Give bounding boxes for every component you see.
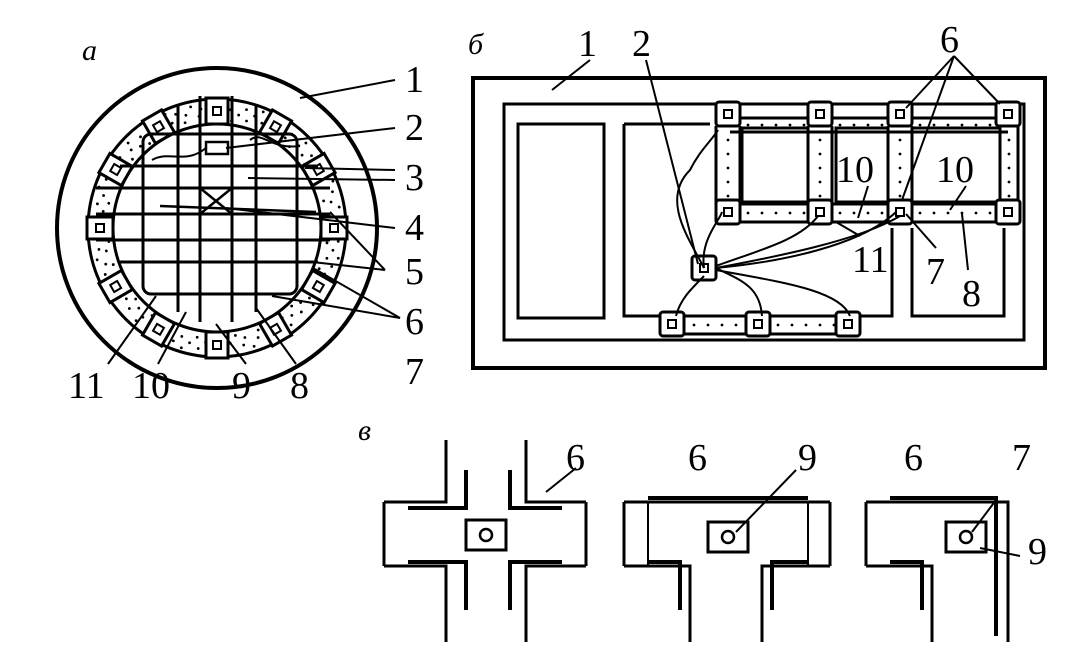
junction-node [658,310,686,338]
grid-rods [96,96,330,322]
panel-b: б [468,19,1047,370]
callout-label: 9 [232,365,251,407]
ring-block [96,268,135,305]
callout-label: 6 [566,437,585,479]
callout-label: 1 [405,59,424,101]
callout-label: 6 [405,301,424,343]
callout-label: 9 [798,437,817,479]
ring-block [85,215,115,241]
ring-block [140,310,177,349]
callout-label: 5 [405,251,424,293]
callout-label: 11 [852,239,889,281]
inner-rect [502,102,1026,342]
callout-label: 4 [405,207,424,249]
junction-node [744,310,772,338]
cables [675,129,901,317]
junction-node [834,310,862,338]
ring-block [257,310,294,349]
panel-a-letter: а [82,34,97,67]
panel-v-letter: в [358,414,371,447]
junction-node [806,198,834,226]
junction-node [714,198,742,226]
callout-label: 8 [290,365,309,407]
callout-label: 2 [405,107,424,149]
callout-label: 6 [940,19,959,61]
junction-node [714,100,742,128]
callout-label: 6 [904,437,923,479]
callout-label: 1 [578,23,597,65]
detail-tee [622,469,832,642]
ring-block [96,151,135,188]
callout-label: 7 [405,351,424,393]
ring-block [204,330,230,360]
junction-node [994,198,1022,226]
junction-node [806,100,834,128]
callout-label: 9 [1028,531,1047,573]
callout-label: 7 [1012,437,1031,479]
panel-v: в 6 6 9 [358,414,1047,642]
callout-label: 3 [405,157,424,199]
panel-b-leaders [551,55,1001,271]
ring-blocks [85,96,349,360]
callout-label: 8 [962,273,981,315]
sensor-box [204,140,230,156]
ring-block [299,268,338,305]
callout-label: 10 [936,149,974,191]
ring-block [204,96,230,126]
junction-node [994,100,1022,128]
panel-b-letter: б [468,28,484,61]
detail-cross [382,440,588,642]
callout-label: 2 [632,23,651,65]
panel-a-leaders [107,79,401,365]
beam-dots [692,123,1011,327]
panel-a: а [55,34,424,407]
ring-block [140,107,177,146]
callout-label: 11 [68,365,105,407]
callout-label: 10 [836,149,874,191]
callout-label: 10 [132,365,170,407]
outer-rect [471,76,1047,370]
callout-label: 7 [926,251,945,293]
callout-label: 6 [688,437,707,479]
detail-corner [864,496,1021,642]
